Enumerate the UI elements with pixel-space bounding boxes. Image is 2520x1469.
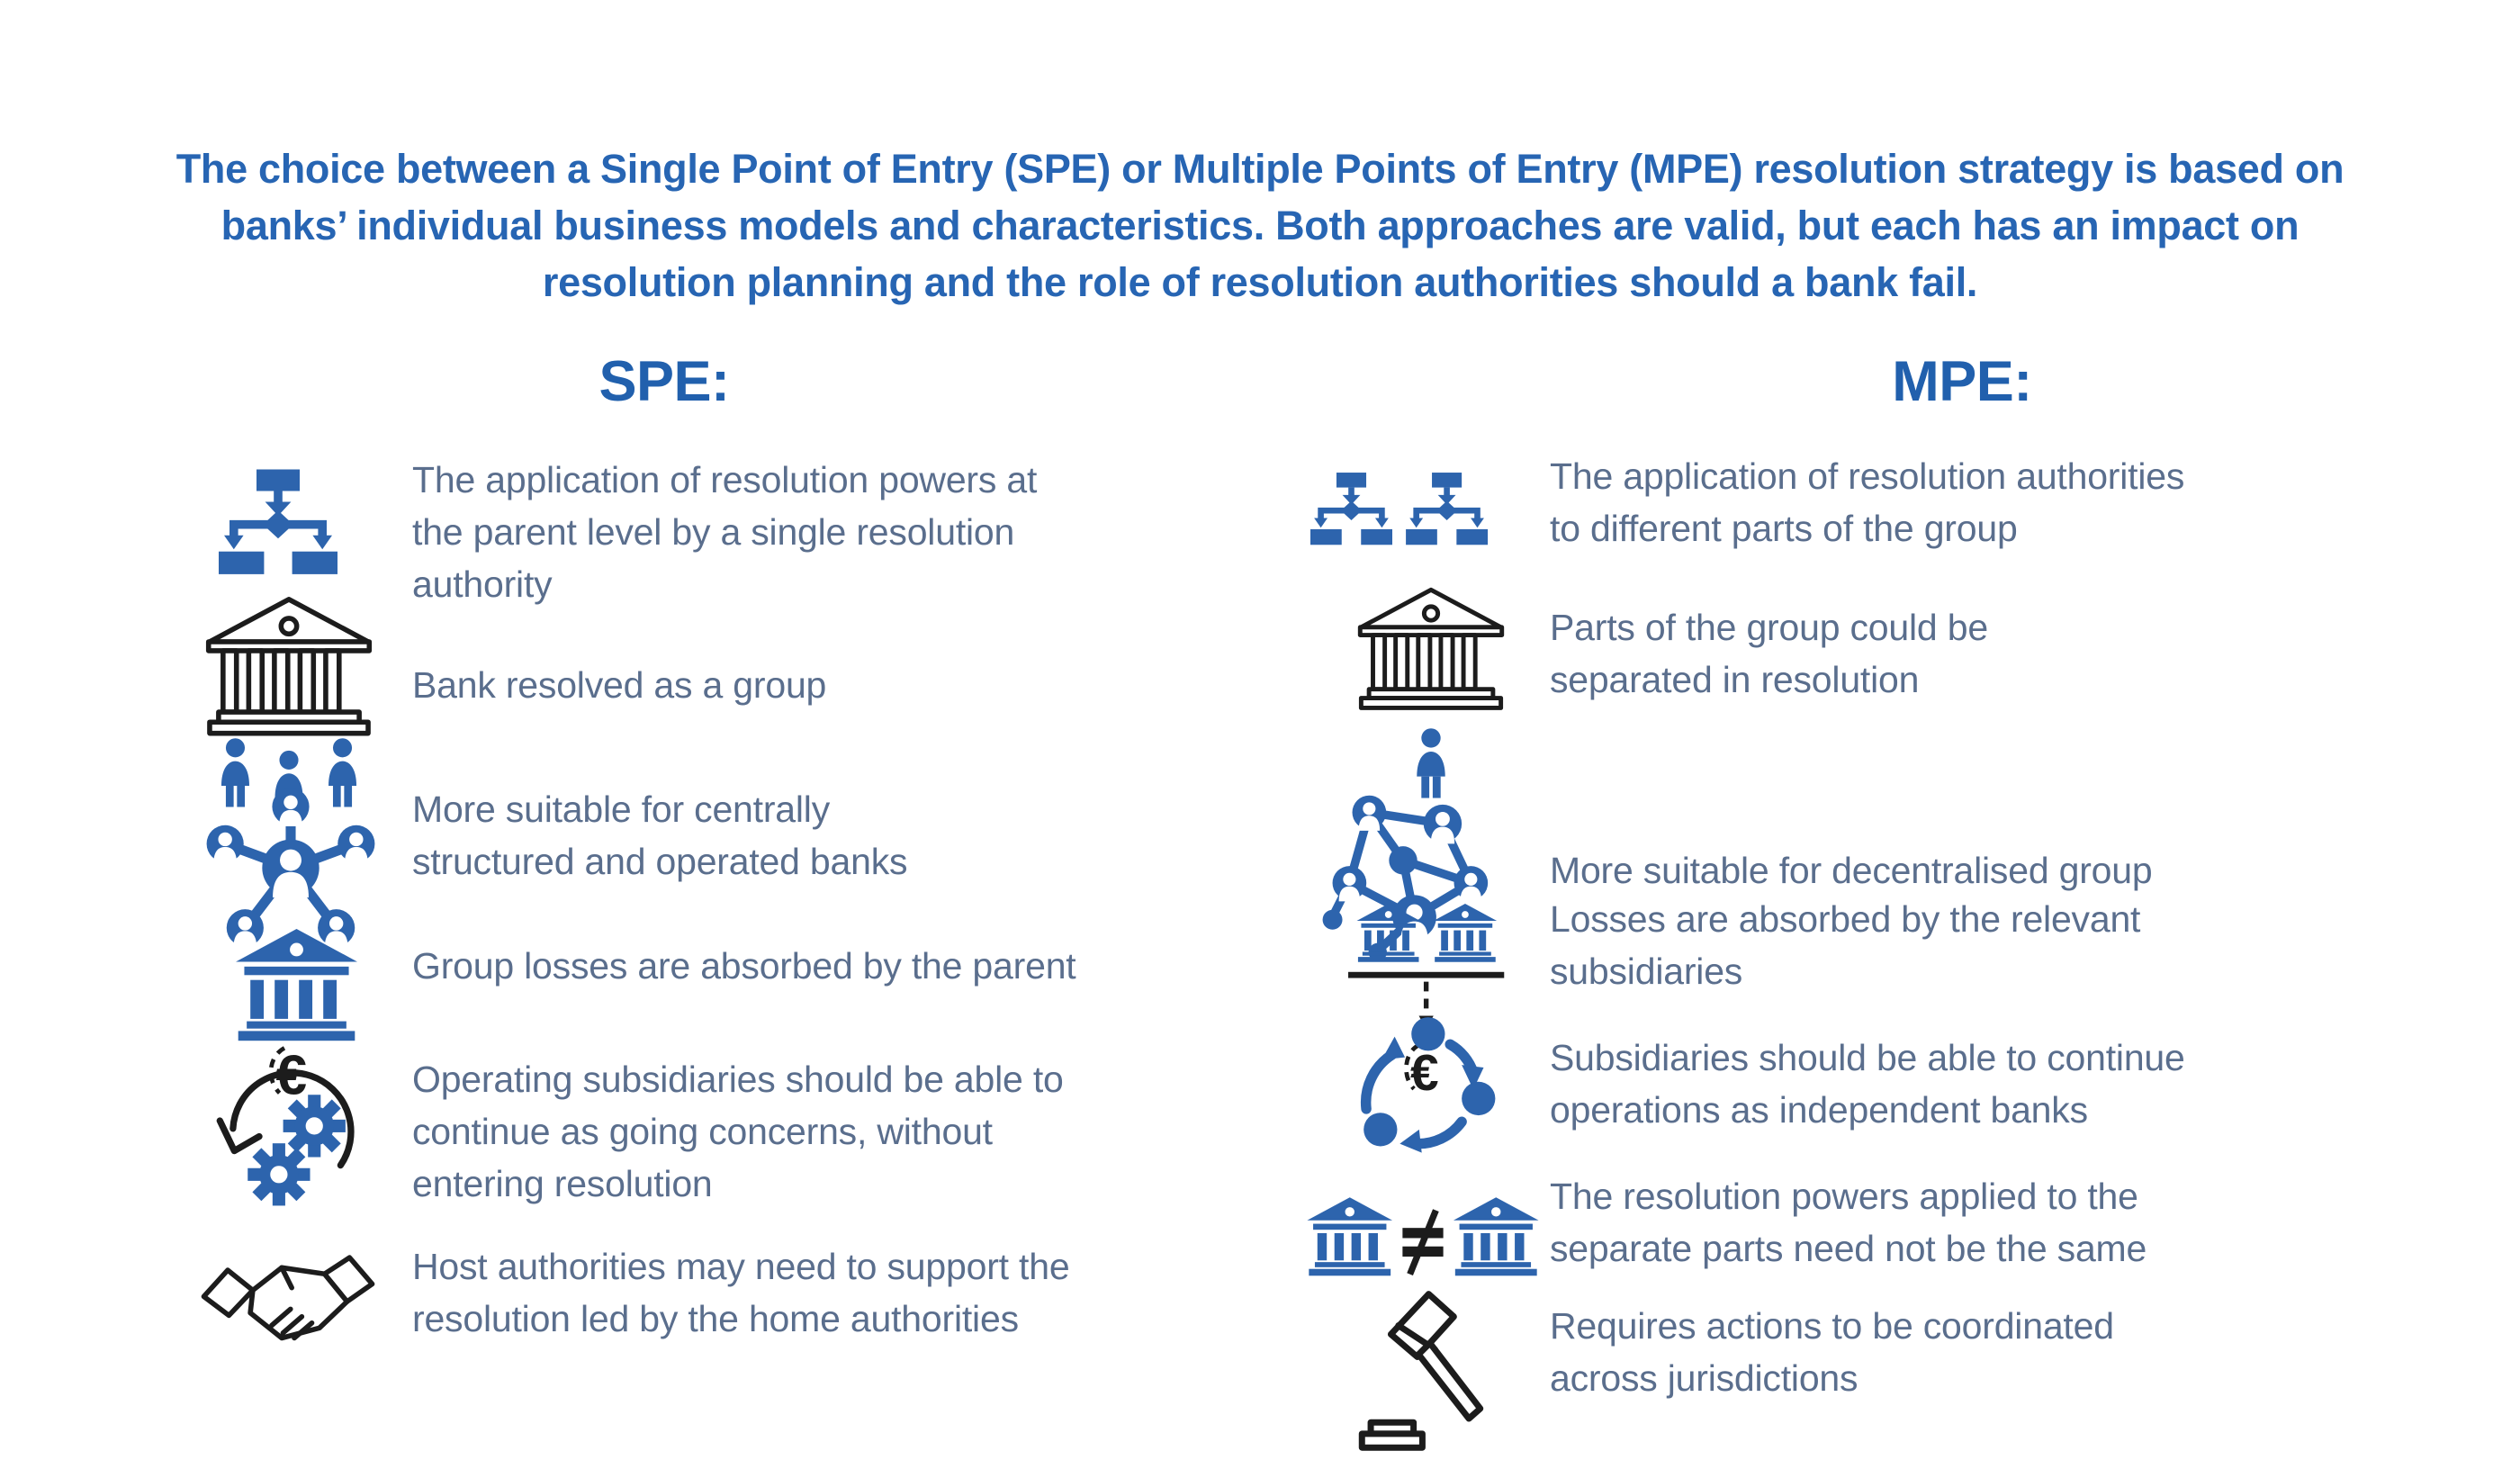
mpe-item-3-text: More suitable for decentralised group bbox=[1550, 850, 2153, 891]
mpe-heading: MPE: bbox=[1892, 350, 2032, 413]
central-network-icon-svg bbox=[206, 788, 375, 948]
gears-continuity-icon-svg bbox=[216, 1069, 355, 1206]
bank-group-icon-svg bbox=[205, 597, 373, 820]
gavel-icon-svg bbox=[1358, 1291, 1484, 1451]
spe-item-6-text: Host authorities may need to support the… bbox=[412, 1246, 1070, 1339]
bank-person-icon bbox=[1357, 587, 1505, 819]
banks-not-equal-icon bbox=[1307, 1190, 1539, 1287]
double-org-chart-icon bbox=[1310, 472, 1495, 554]
handshake-icon bbox=[200, 1235, 376, 1368]
mpe-item-6-text: The resolution powers applied to the sep… bbox=[1550, 1176, 2147, 1269]
mpe-item-2-text: Parts of the group could be separated in… bbox=[1550, 607, 1988, 700]
spe-item-2-text: Bank resolved as a group bbox=[412, 664, 827, 706]
gears-continuity-icon bbox=[212, 1060, 370, 1215]
mpe-item-4-text: Losses are absorbed by the relevant subs… bbox=[1550, 898, 2141, 992]
spe-item-3-text: More suitable for centrally structured a… bbox=[412, 789, 908, 882]
banks-not-equal-icon-svg bbox=[1307, 1197, 1539, 1276]
gavel-icon bbox=[1346, 1276, 1509, 1456]
spe-item-1-text: The application of resolution powers at … bbox=[412, 459, 1038, 605]
mpe-item-7-text: Requires actions to be coordinated acros… bbox=[1550, 1305, 2114, 1399]
bank-group-icon bbox=[205, 596, 373, 823]
svg-text:€: € bbox=[1410, 1045, 1439, 1102]
mpe-item-5-text: Subsidiaries should be able to continue … bbox=[1550, 1037, 2185, 1131]
double-org-chart-icon-svg bbox=[1310, 472, 1495, 554]
spe-item-4-text: Group losses are absorbed by the parent bbox=[412, 945, 1076, 987]
central-network-icon bbox=[205, 783, 376, 961]
cycle-icon bbox=[1348, 1015, 1503, 1179]
spe-heading: SPE: bbox=[598, 350, 730, 413]
handshake-icon-svg bbox=[201, 1255, 375, 1341]
cycle-icon-svg bbox=[1360, 1017, 1496, 1153]
org-chart-icon bbox=[219, 466, 338, 581]
mpe-item-1-text: The application of resolution authoritie… bbox=[1550, 455, 2185, 549]
spe-item-5-text: Operating subsidiaries should be able to… bbox=[412, 1059, 1064, 1204]
org-chart-icon-svg bbox=[219, 466, 338, 581]
intro-text: The choice between a Single Point of Ent… bbox=[176, 146, 2344, 305]
bank-person-icon-svg bbox=[1357, 587, 1505, 798]
